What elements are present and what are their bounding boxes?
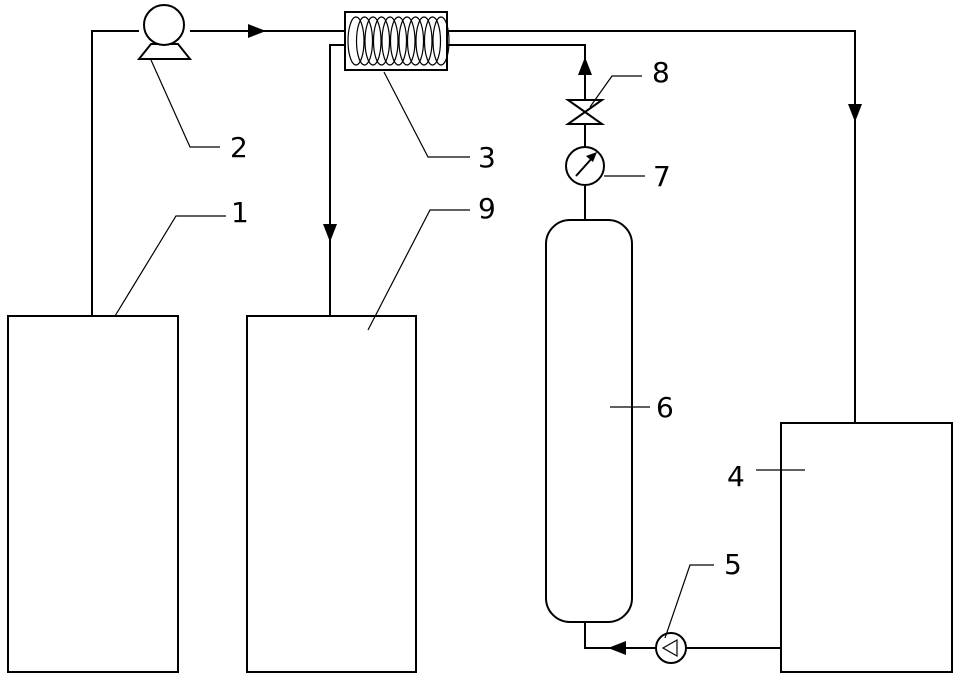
pipe-coil-to-vent — [447, 45, 585, 100]
label-4: 4 — [727, 460, 745, 493]
valve-8-icon — [568, 100, 602, 124]
leader-3 — [384, 72, 470, 157]
arrow-down-tank9 — [323, 224, 337, 242]
arrow-right-top — [248, 24, 266, 38]
label-1: 1 — [231, 196, 249, 229]
column-6 — [546, 220, 632, 622]
label-5: 5 — [724, 548, 742, 581]
tank-1 — [8, 316, 178, 672]
pressure-gauge-7-icon — [566, 147, 604, 185]
leader-9 — [368, 210, 470, 330]
label-2: 2 — [230, 131, 248, 164]
label-7: 7 — [653, 160, 671, 193]
pump-5-icon — [656, 633, 686, 663]
coil-heat-exchanger-3-icon — [345, 12, 449, 70]
tank-4 — [781, 423, 952, 672]
leader-2 — [151, 60, 220, 147]
pipe-tank1-to-coil — [92, 31, 139, 316]
leader-1 — [115, 216, 226, 316]
leader-lines — [115, 60, 805, 638]
label-8: 8 — [652, 56, 670, 89]
pump-2-icon — [139, 5, 190, 59]
label-9: 9 — [478, 192, 496, 225]
arrow-down-tank4 — [848, 104, 862, 122]
arrow-left-column — [608, 641, 626, 655]
pipe-coil-to-tank9 — [330, 45, 345, 316]
leader-5 — [665, 565, 714, 638]
pipe-coil-to-tank4 — [447, 31, 855, 423]
label-3: 3 — [478, 141, 496, 174]
arrow-up-vent — [578, 57, 592, 75]
tank-9 — [247, 316, 416, 672]
label-6: 6 — [656, 391, 674, 424]
